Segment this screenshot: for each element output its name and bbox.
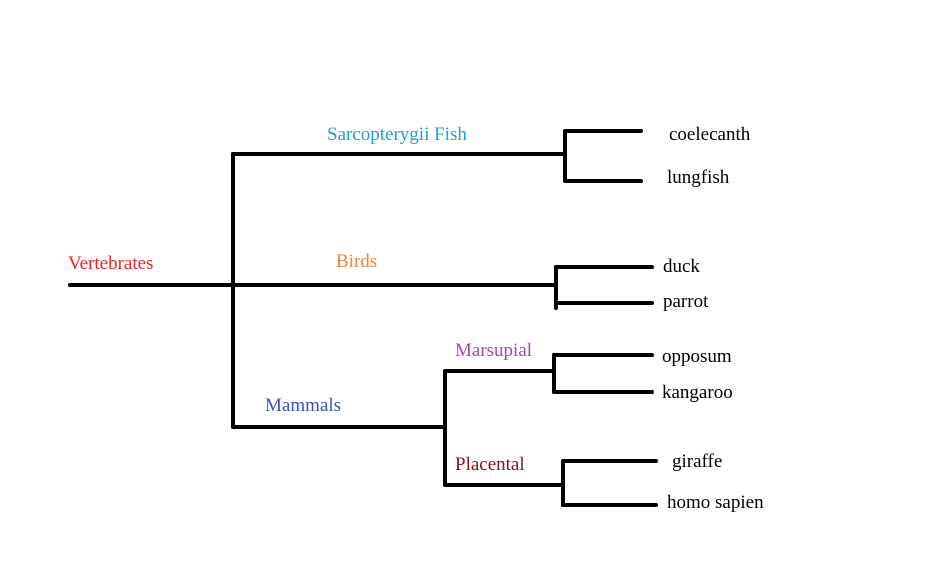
leaf-giraffe: giraffe [672, 451, 722, 472]
birds-clade-label: Birds [336, 251, 377, 272]
fish-clade-label: Sarcopterygii Fish [327, 124, 467, 145]
mammals-clade-label: Mammals [265, 395, 341, 416]
placental-clade-label: Placental [455, 454, 525, 475]
leaf-kangaroo: kangaroo [662, 382, 733, 403]
leaf-duck: duck [663, 256, 700, 277]
leaf-lungfish: lungfish [667, 167, 730, 188]
marsupial-clade-label: Marsupial [455, 340, 532, 361]
leaf-coelecanth: coelecanth [669, 124, 751, 145]
leaf-opposum: opposum [662, 346, 732, 367]
leaf-homo-sapien: homo sapien [667, 492, 764, 513]
leaf-parrot: parrot [663, 291, 709, 312]
root-label: Vertebrates [68, 253, 153, 274]
